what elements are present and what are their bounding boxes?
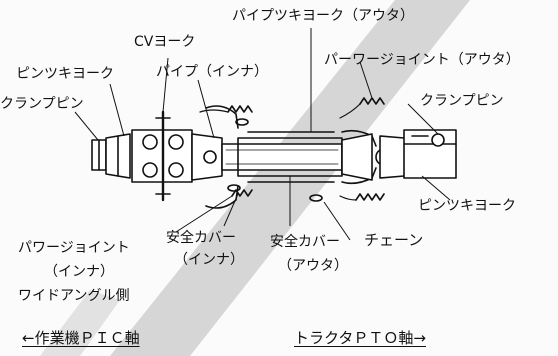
chain-upper-left: [227, 105, 253, 113]
outer-joint-yoke: [341, 133, 373, 181]
label-safety-cover-outer: 安全カバー: [270, 234, 340, 250]
label-pin-yoke-right: ピンツキヨーク: [418, 198, 516, 214]
label-safety-cover-outer-sub: （アウタ）: [278, 258, 348, 274]
label-implement-pic-shaft: ←作業機ＰＩＣ軸: [22, 329, 140, 347]
label-safety-cover-inner: 安全カバー: [166, 230, 236, 246]
inner-joint-yoke: [191, 133, 223, 181]
pipe-inner: [221, 143, 343, 171]
label-pipe-yoke-outer: パイプツキヨーク（アウタ）: [232, 8, 414, 24]
right-clamp-pin-head: [431, 133, 445, 147]
label-wide-angle-side: ワイドアングル側: [18, 288, 130, 304]
leader-lines: [74, 28, 451, 241]
label-power-joint-inner-sub: （インナ）: [44, 264, 114, 280]
inner-safety-cover: [205, 105, 239, 129]
label-clamp-pin-left: クランプピン: [0, 96, 84, 112]
chain-lower-right: [355, 193, 385, 201]
watermark-band-lower: [40, 290, 120, 356]
label-pin-yoke-left: ピンツキヨーク: [16, 66, 114, 82]
label-tractor-pto-shaft: トラクタＰＴＯ軸→: [294, 329, 426, 347]
right-clamp-housing: [403, 129, 457, 179]
label-chain: チェーン: [364, 231, 424, 249]
label-clamp-pin-right: クランプピン: [420, 93, 504, 109]
label-power-joint-inner: パワージョイント: [18, 240, 130, 256]
label-safety-cover-inner-sub: （インナ）: [174, 252, 244, 268]
label-power-joint-outer: パーワージョイント（アウタ）: [324, 52, 520, 68]
label-pipe-inner: パイプ（インナ）: [156, 64, 268, 80]
shaft-assembly: [91, 97, 457, 209]
label-cv-yoke: CVヨーク: [134, 34, 196, 50]
